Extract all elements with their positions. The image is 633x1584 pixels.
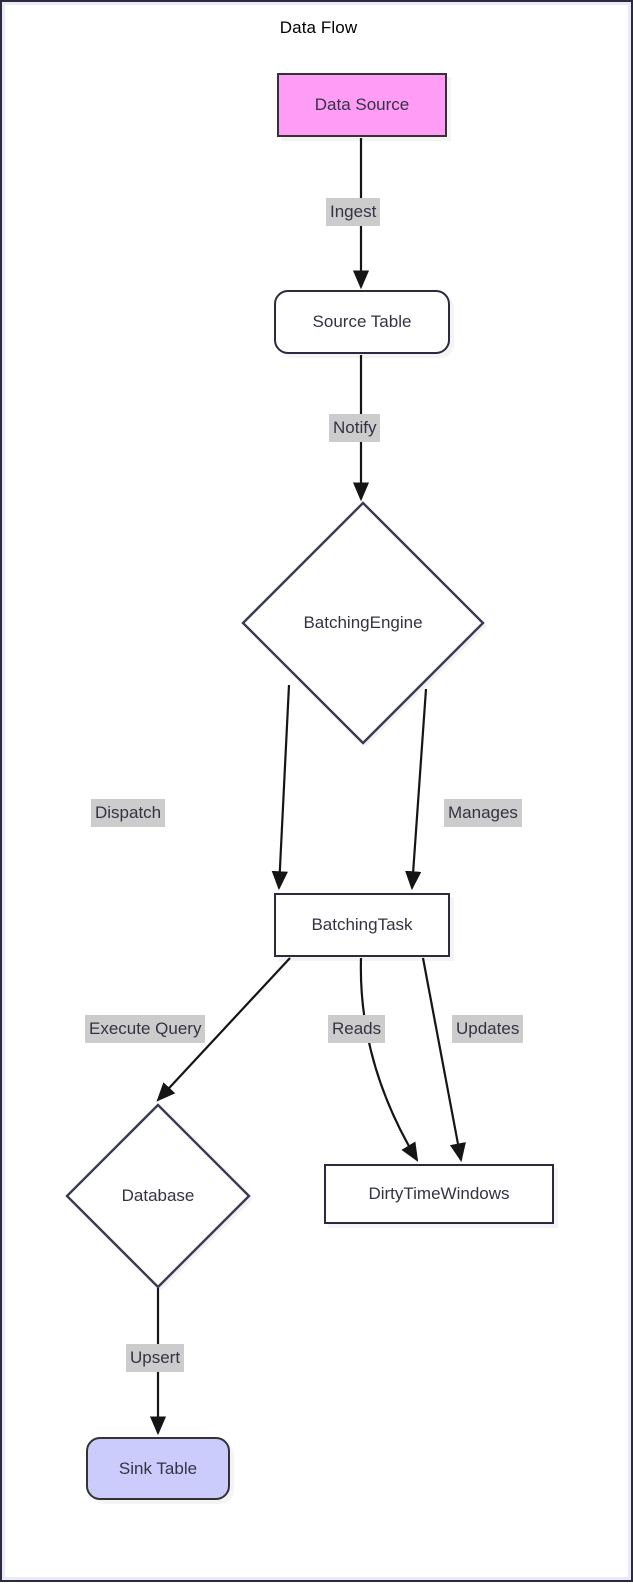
edge-label-dispatch: Dispatch [91,799,166,827]
node-batching-engine[interactable]: BatchingEngine [241,501,487,746]
node-source-table-label: Source Table [312,312,412,331]
node-dirty-time-windows[interactable]: DirtyTimeWindows [324,1164,554,1224]
edge-label-execute-query: Execute Query [85,1015,206,1043]
node-batching-engine-label: BatchingEngine [303,613,423,632]
batching-engine-shape [241,501,487,746]
edge-label-notify: Notify [329,414,381,442]
node-dirty-time-windows-label: DirtyTimeWindows [368,1184,510,1203]
node-sink-table-label: Sink Table [118,1458,198,1478]
node-database-label: Database [121,1186,195,1205]
edge-label-upsert: Upsert [126,1344,185,1372]
node-data-source-label: Data Source [314,95,410,114]
node-sink-table[interactable]: Sink Table [86,1437,230,1500]
node-batching-task-label: BatchingTask [311,915,413,934]
database-shape [65,1103,253,1290]
node-source-table[interactable]: Source Table [274,290,450,354]
node-data-source[interactable]: Data Source [277,73,447,137]
edge-reads [359,957,419,1162]
edge-updates [421,957,466,1163]
edge-label-manages: Manages [444,799,522,827]
node-batching-task[interactable]: BatchingTask [274,893,450,957]
page-title: Data Flow [279,18,358,37]
edge-label-reads: Reads [328,1015,386,1043]
edge-label-updates: Updates [452,1015,524,1043]
edge-label-ingest: Ingest [326,198,381,226]
node-database[interactable]: Database [65,1103,253,1290]
